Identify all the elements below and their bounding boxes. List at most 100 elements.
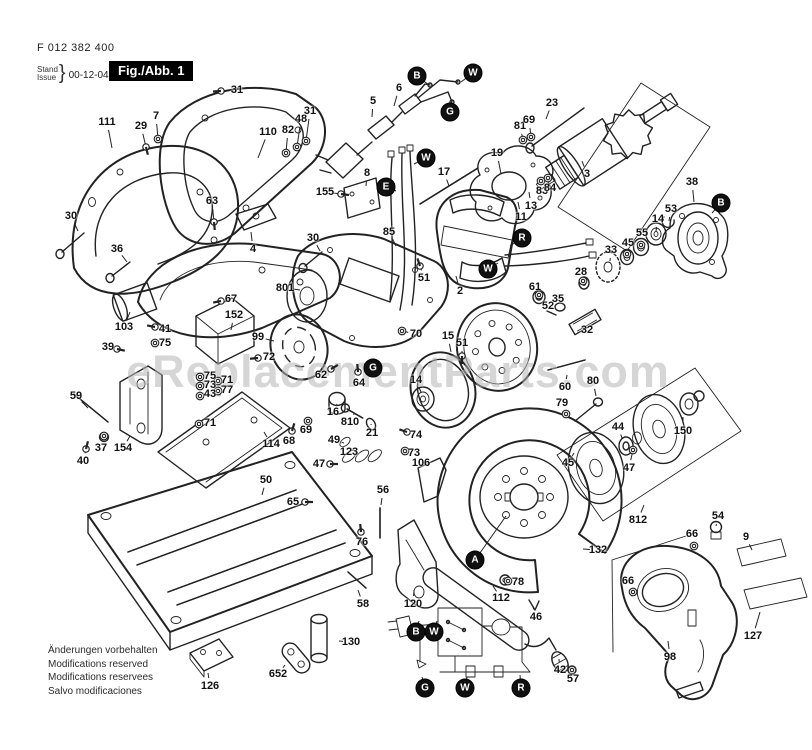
part-callout: 51 <box>417 272 431 284</box>
blade-disc-shape <box>556 367 742 522</box>
part-callout: 47 <box>312 458 326 470</box>
part-callout: 74 <box>409 429 423 441</box>
pivot-bracket-shape <box>328 391 447 609</box>
note-line: Modifications reservees <box>48 672 154 683</box>
part-callout: 63 <box>205 195 219 207</box>
gasket-shape <box>469 145 554 225</box>
part-callout: 152 <box>224 309 244 321</box>
part-callout: 5 <box>369 95 377 107</box>
part-callout: 39 <box>101 341 115 353</box>
part-callout: 68 <box>282 435 296 447</box>
part-callout: 46 <box>529 611 543 623</box>
part-callout: 106 <box>411 457 431 469</box>
part-callout: 50 <box>259 474 273 486</box>
part-callout: 28 <box>574 266 588 278</box>
brace-glyph: } <box>58 62 66 84</box>
part-callout: 81 <box>513 120 527 132</box>
part-callout: 38 <box>685 176 699 188</box>
part-callout: 66 <box>621 575 635 587</box>
part-callout: 55 <box>635 227 649 239</box>
part-callout: 60 <box>558 381 572 393</box>
part-callout: 130 <box>341 636 361 648</box>
part-callout: 114 <box>262 438 280 450</box>
fan-baffle-shape <box>269 313 329 381</box>
part-callout: 80 <box>586 375 600 387</box>
wire-marker: B <box>711 193 731 213</box>
issue-row: Stand Issue } 00-12-04 <box>37 62 114 85</box>
part-callout: 76 <box>355 536 369 548</box>
wire-marker: W <box>455 678 475 698</box>
note-line: Salvo modificaciones <box>48 685 142 697</box>
power-cord-shape <box>315 79 461 179</box>
lower-guard-shape <box>137 242 341 339</box>
part-callout: 69 <box>299 424 313 436</box>
part-callout: 6 <box>395 82 403 94</box>
part-callout: 73 <box>407 447 421 459</box>
part-callout: 84 <box>543 182 557 194</box>
part-callout: 54 <box>711 510 725 522</box>
part-callout: 72 <box>262 351 276 363</box>
part-callout: 64 <box>352 377 366 389</box>
part-callout: 48 <box>294 113 308 125</box>
part-callout: 154 <box>113 442 133 454</box>
part-callout: 21 <box>365 427 379 439</box>
stator-shape <box>435 188 597 290</box>
part-callout: 75 <box>203 370 217 382</box>
part-callout: 111 <box>98 116 116 128</box>
part-callout: 33 <box>604 244 618 256</box>
wire-marker: W <box>416 148 436 168</box>
part-callout: 53 <box>664 203 678 215</box>
part-callout: 14 <box>651 213 665 225</box>
part-callout: 120 <box>403 598 423 610</box>
part-callout: 73 <box>203 379 217 391</box>
part-callout: 801 <box>275 282 295 294</box>
roller-shape <box>310 613 328 664</box>
part-callout: 52 <box>541 300 555 312</box>
part-callout: 103 <box>114 321 134 333</box>
part-callout: 66 <box>685 528 699 540</box>
part-callout: 67 <box>224 293 238 305</box>
part-callout: 98 <box>663 651 677 663</box>
part-callout: 99 <box>251 331 265 343</box>
part-callout: 56 <box>376 484 390 496</box>
link-plate-shape <box>281 642 311 674</box>
part-callout: 42 <box>553 664 567 676</box>
wire-marker: B <box>406 622 426 642</box>
part-callout: 35 <box>551 293 565 305</box>
part-callout: 83 <box>535 185 549 197</box>
part-callout: 14 <box>409 374 423 386</box>
part-callout: 45 <box>561 457 575 469</box>
part-callout: 150 <box>673 425 693 437</box>
wire-marker: G <box>363 358 383 378</box>
part-callout: 41 <box>158 323 172 335</box>
part-callout: 132 <box>588 544 608 556</box>
part-callout: 43 <box>203 388 217 400</box>
blade-guard-shape <box>436 407 623 594</box>
part-callout: 29 <box>134 120 148 132</box>
part-callout: 40 <box>76 455 90 467</box>
issue-label: Stand Issue <box>37 64 58 82</box>
part-callout: 61 <box>528 281 542 293</box>
part-callout: 30 <box>64 210 78 222</box>
part-callout: 45 <box>621 237 635 249</box>
wire-marker: R <box>512 228 532 248</box>
flywheel-shape <box>409 302 539 429</box>
part-callout: 652 <box>268 668 288 680</box>
note-line: Modifications reserved <box>48 658 149 670</box>
part-callout: 4 <box>249 243 257 255</box>
part-callout: 23 <box>545 97 559 109</box>
part-callout: 30 <box>306 232 320 244</box>
part-callout: 810 <box>340 416 360 428</box>
handle-housing-shape <box>611 520 808 701</box>
part-callout: 71 <box>220 374 234 386</box>
drawing-header: F 012 382 400 Stand Issue } 00-12-04 <box>37 42 114 85</box>
part-callout: 71 <box>203 417 217 429</box>
part-callout: 79 <box>555 397 569 409</box>
bolt-shapes <box>55 232 323 284</box>
wire-marker: W <box>478 259 498 279</box>
part-callout: 15 <box>441 330 455 342</box>
part-callout: 31 <box>230 84 244 96</box>
part-callout: 126 <box>200 680 220 692</box>
part-callout: 112 <box>492 592 510 604</box>
